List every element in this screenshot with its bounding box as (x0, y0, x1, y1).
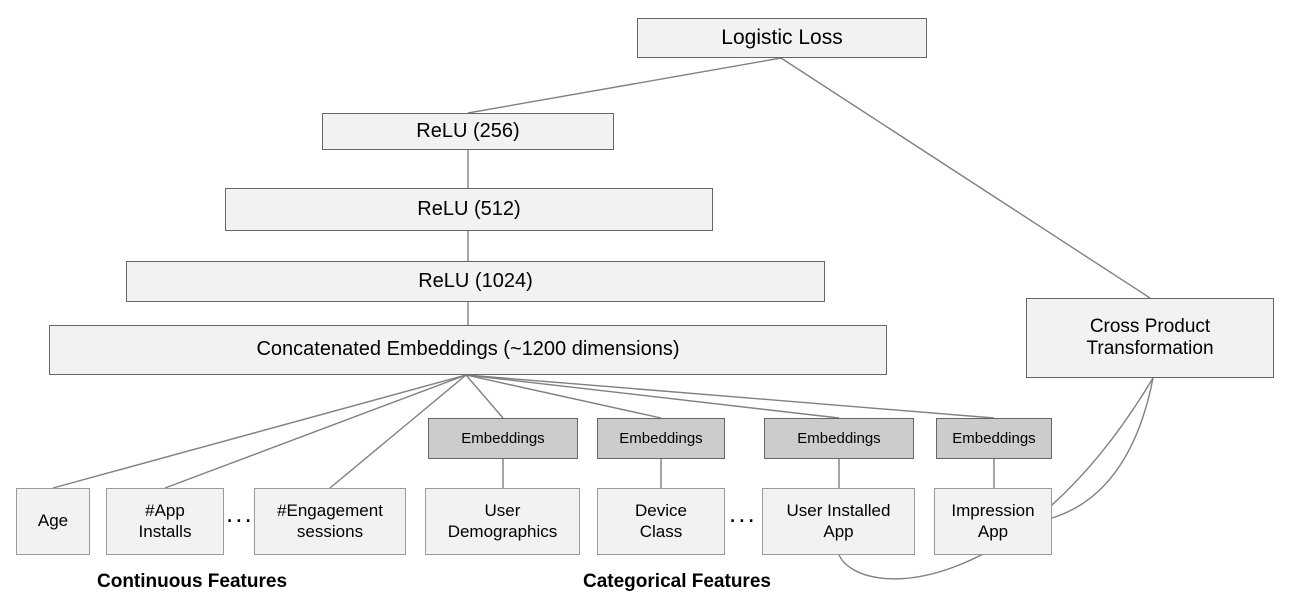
edge-concat-to-appinstalls (164, 374, 467, 489)
ellipsis-continuous: ... (226, 498, 254, 528)
node-concatenated-embeddings[interactable]: Concatenated Embeddings (~1200 dimension… (49, 325, 887, 375)
node-feature-app-installs[interactable]: #App Installs (106, 488, 224, 555)
node-logistic-loss[interactable]: Logistic Loss (637, 18, 927, 58)
edge-loss-to-relu256 (467, 57, 782, 114)
node-relu-512[interactable]: ReLU (512) (225, 188, 713, 231)
node-embeddings-3[interactable]: Embeddings (764, 418, 914, 459)
edge-concat-to-emb-1 (465, 374, 504, 419)
ellipsis-categorical: ... (729, 498, 757, 528)
node-feature-user-demographics[interactable]: User Demographics (425, 488, 580, 555)
edge-concat-to-emb-3 (465, 374, 840, 419)
node-feature-device-class[interactable]: Device Class (597, 488, 725, 555)
node-cross-product-transformation[interactable]: Cross Product Transformation (1026, 298, 1274, 378)
node-feature-age[interactable]: Age (16, 488, 90, 555)
edge-concat-to-age (52, 374, 467, 489)
node-feature-engagement-sessions[interactable]: #Engagement sessions (254, 488, 406, 555)
node-feature-impression-app[interactable]: Impression App (934, 488, 1052, 555)
node-relu-256[interactable]: ReLU (256) (322, 113, 614, 150)
edge-loss-to-cross (780, 57, 1151, 299)
node-relu-1024[interactable]: ReLU (1024) (126, 261, 825, 302)
edge-concat-to-emb-4 (465, 374, 995, 419)
edge-concat-to-emb-2 (465, 374, 662, 419)
node-embeddings-4[interactable]: Embeddings (936, 418, 1052, 459)
node-embeddings-2[interactable]: Embeddings (597, 418, 725, 459)
label-categorical-features: Categorical Features (583, 571, 771, 592)
edge-impressionapp-to-cross (1051, 377, 1154, 519)
node-embeddings-1[interactable]: Embeddings (428, 418, 578, 459)
node-feature-user-installed-app[interactable]: User Installed App (762, 488, 915, 555)
label-continuous-features: Continuous Features (97, 571, 288, 592)
